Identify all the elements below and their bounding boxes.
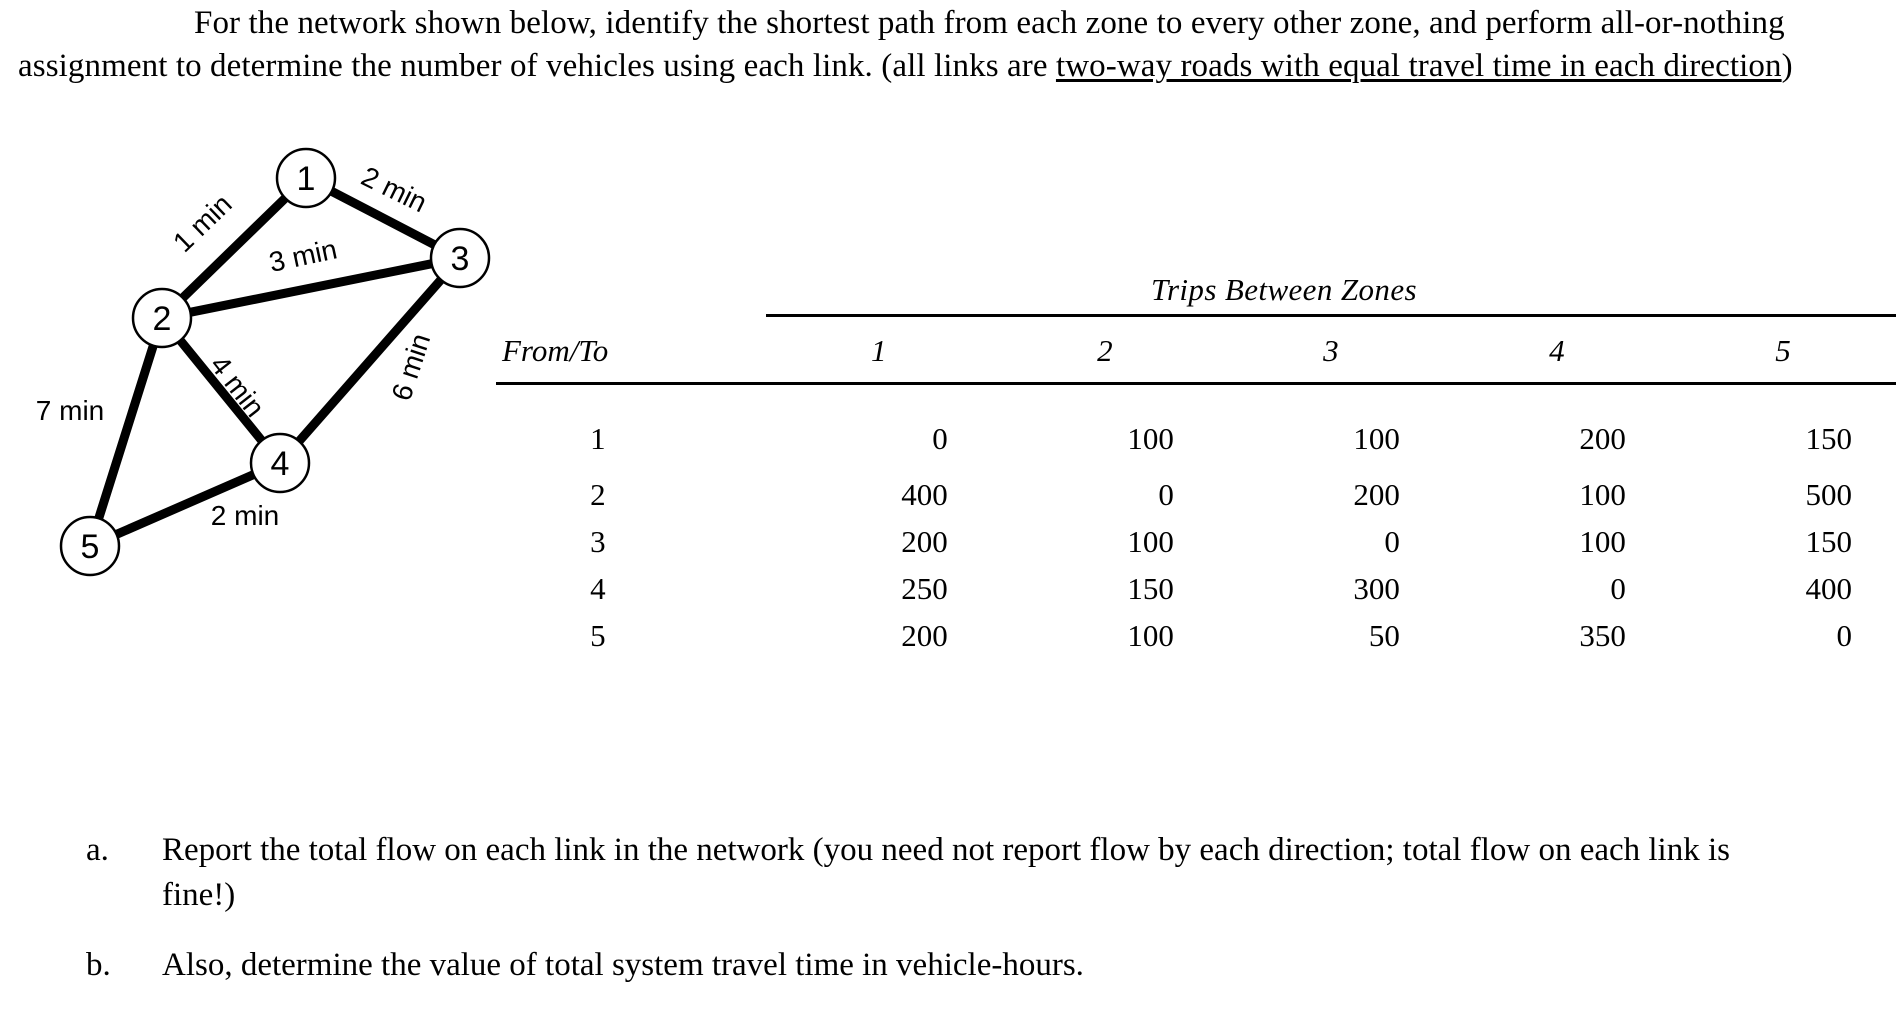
row-header-5: 5 [590, 617, 606, 653]
rule-cell-5 [1669, 314, 1896, 320]
node-label-4: 4 [271, 445, 290, 483]
network-nodes: 1 2 3 4 5 [59, 147, 491, 577]
problem-statement: For the network shown below, identify th… [18, 2, 1890, 88]
column-header-3: 3 [1323, 333, 1339, 368]
question-item-b: b. Also, determine the value of total sys… [86, 943, 1846, 988]
problem-statement-tail: ) [1781, 47, 1793, 84]
cell-4-4: 0 [1610, 570, 1626, 606]
cell-3-3: 0 [1384, 523, 1400, 559]
problem-statement-underlined: two-way roads with equal travel time in … [1055, 47, 1782, 84]
network-edge-3-4 [293, 274, 447, 447]
table-row: 4 250 150 300 0 400 [496, 565, 1896, 612]
node-circle-4 [249, 432, 311, 494]
question-text: Also, determine the value of total syste… [162, 947, 1084, 984]
rule-cell-4 [1443, 314, 1670, 320]
network-node-3: 3 [429, 227, 491, 289]
network-node-1: 1 [275, 147, 337, 209]
rule-cell-2 [991, 314, 1218, 320]
edge-label-2-3: 3 min [266, 233, 339, 278]
cell-1-1: 0 [765, 382, 992, 471]
cell-3-4: 100 [1579, 523, 1626, 559]
column-header-4: 4 [1549, 333, 1565, 368]
question-item-a: a. Report the total flow on each link in … [86, 828, 1846, 917]
cell-3-5: 150 [1805, 523, 1853, 559]
rule-cell-1 [765, 314, 992, 320]
cell-5-5: 0 [1836, 617, 1853, 653]
cell-5-1: 200 [901, 617, 948, 653]
cell-1-4: 200 [1443, 382, 1670, 471]
edge-label-2-5: 7 min [36, 395, 104, 426]
network-node-2: 2 [131, 287, 193, 349]
row-header-4: 4 [590, 570, 606, 606]
table-row: 3 200 100 0 100 150 [496, 518, 1896, 565]
column-header-from-to: From/To [502, 333, 609, 368]
node-circle-3 [429, 227, 491, 289]
edge-label-2-1: 1 min [167, 188, 238, 258]
cell-4-3: 300 [1353, 570, 1400, 606]
cell-1-5: 150 [1669, 382, 1896, 471]
cell-5-4: 350 [1579, 617, 1626, 653]
cell-2-1: 400 [901, 476, 948, 512]
node-label-3: 3 [451, 240, 470, 278]
questions-list: a. Report the total flow on each link in … [86, 828, 1846, 1014]
row-header-3: 3 [590, 523, 606, 559]
cell-4-2: 150 [1127, 570, 1174, 606]
trips-table-header-row: From/To 1 2 3 4 5 [496, 320, 1896, 384]
question-marker: b. [86, 947, 111, 984]
row-header-1: 1 [496, 382, 766, 471]
cell-2-5: 500 [1805, 476, 1853, 512]
cell-4-5: 400 [1805, 570, 1853, 606]
cell-5-3: 50 [1368, 617, 1400, 653]
edge-label-5-4: 2 min [211, 500, 279, 531]
network-edge-5-4 [111, 469, 259, 540]
rule-cell-3 [1217, 314, 1444, 320]
node-circle-5 [59, 515, 121, 577]
cell-2-2: 0 [1158, 476, 1174, 512]
node-label-5: 5 [81, 528, 100, 566]
network-edge-2-4 [175, 335, 267, 446]
network-node-5: 5 [59, 515, 121, 577]
cell-4-1: 250 [901, 570, 948, 606]
table-caption-text: Trips Between Zones [1151, 272, 1417, 307]
table-row: 2 400 0 200 100 500 [496, 471, 1896, 518]
cell-2-4: 100 [1579, 476, 1626, 512]
cell-5-2: 100 [1127, 617, 1174, 653]
cell-3-1: 200 [901, 523, 948, 559]
edge-label-3-4: 6 min [386, 330, 437, 405]
table-caption: Trips Between Zones [496, 272, 1896, 308]
network-edge-2-3 [184, 259, 438, 317]
cell-1-3: 100 [1217, 382, 1444, 471]
network-edge-1-3 [326, 186, 440, 250]
cell-3-2: 100 [1127, 523, 1174, 559]
network-node-4: 4 [249, 432, 311, 494]
network-edge-2-5 [93, 340, 159, 524]
trips-table-head: From/To 1 2 3 4 5 [496, 314, 1896, 384]
cell-2-3: 200 [1353, 476, 1400, 512]
question-text: Report the total flow on each link in th… [162, 832, 1730, 913]
cell-1-2: 100 [991, 382, 1218, 471]
network-edge-2-1 [177, 193, 291, 303]
row-header-2: 2 [590, 476, 606, 512]
question-marker: a. [86, 832, 109, 868]
table-row: 5 200 100 50 350 0 [496, 612, 1896, 659]
problem-statement-lead: For the network shown below, identify th… [18, 5, 1785, 84]
column-header-5: 5 [1775, 333, 1791, 368]
column-header-2: 2 [1097, 333, 1113, 368]
node-circle-2 [131, 287, 193, 349]
column-header-1: 1 [871, 333, 887, 368]
trips-table-top-rule-row [496, 314, 1896, 320]
node-circle-1 [275, 147, 337, 209]
node-label-1: 1 [297, 160, 316, 198]
node-label-2: 2 [153, 300, 172, 338]
network-links [93, 186, 447, 540]
